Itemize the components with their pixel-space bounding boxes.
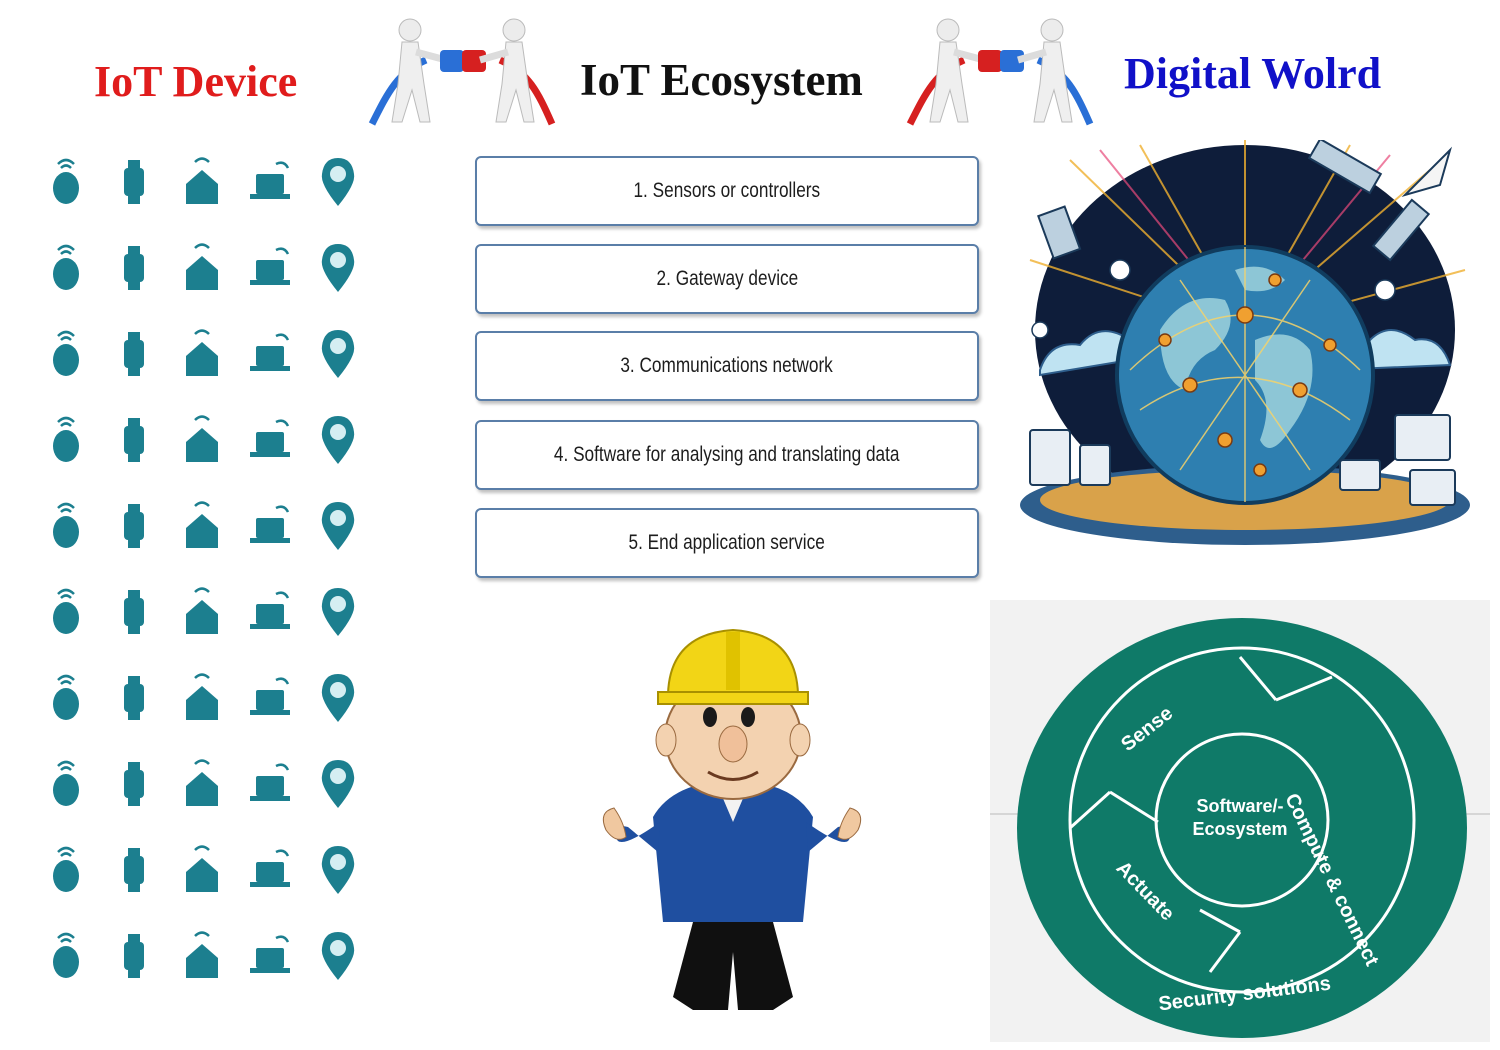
laptop-wifi-icon — [244, 150, 296, 210]
cycle-core-label: Software/- Ecosystem — [1180, 795, 1300, 841]
camera-icon — [176, 666, 228, 726]
card-signal-icon — [40, 838, 92, 898]
satellite-icon — [244, 752, 296, 812]
cycle-graphic — [990, 618, 1490, 1038]
plug-figures-illustration — [906, 18, 1094, 126]
gear-network-icon — [312, 580, 364, 640]
step-label: 3. Communications network — [620, 354, 834, 377]
wifi-mouse-icon — [176, 236, 228, 296]
plug-figures-illustration — [368, 18, 556, 126]
globe-satellite-icon — [40, 408, 92, 468]
phone-sync-icon — [312, 236, 364, 296]
step-label: 5. End application service — [628, 531, 826, 554]
step-label: 4. Software for analysing and translatin… — [554, 443, 900, 466]
satellite-dish-icon — [244, 408, 296, 468]
server-globe-icon — [312, 752, 364, 812]
location-pin-icon — [312, 150, 364, 210]
step-end-application: 5. End application service — [475, 508, 979, 578]
touch-signal-icon — [312, 494, 364, 554]
monitor-signal-icon — [244, 580, 296, 640]
step-label: 1. Sensors or controllers — [633, 179, 821, 202]
digital-world-illustration — [1020, 140, 1470, 545]
printer-icon — [40, 494, 92, 554]
ecosystem-steps-list: 1. Sensors or controllers 2. Gateway dev… — [472, 152, 986, 582]
iot-device-title: IoT Device — [94, 57, 298, 106]
folder-signal-icon — [108, 494, 160, 554]
headphones-icon — [176, 924, 228, 984]
iot-device-icon-grid — [40, 150, 380, 1010]
phone-card-icon — [312, 408, 364, 468]
lock-screen-icon — [244, 494, 296, 554]
cloud-network-icon — [312, 924, 364, 984]
monitor-wifi-icon — [244, 236, 296, 296]
engineer-character-illustration — [602, 628, 862, 1010]
gears-icon — [108, 752, 160, 812]
devices-sync-icon — [108, 408, 160, 468]
tablet-devices-icon — [176, 494, 228, 554]
step-network: 3. Communications network — [475, 331, 979, 401]
cloud-signal-icon — [108, 580, 160, 640]
router-icon — [312, 666, 364, 726]
wifi-icon — [176, 580, 228, 640]
cloud-gear-icon — [108, 236, 160, 296]
cloud-laptop-icon — [40, 752, 92, 812]
remote-control-icon — [108, 838, 160, 898]
folder-wifi-icon — [176, 408, 228, 468]
home-signal-icon — [108, 666, 160, 726]
iot-cycle-diagram: Sense Compute & connect Actuate Security… — [990, 600, 1490, 1042]
alarm-light-icon — [176, 838, 228, 898]
phone-signal-icon — [40, 580, 92, 640]
search-bug-icon — [40, 924, 92, 984]
server-icon — [40, 236, 92, 296]
calculator-signal-icon — [312, 838, 364, 898]
network-laptops-icon — [312, 322, 364, 382]
digital-world-title: Digital Wolrd — [1124, 49, 1382, 98]
smart-home-icon — [176, 150, 228, 210]
tablet-gear-icon — [40, 666, 92, 726]
desktop-icon — [176, 752, 228, 812]
step-label: 2. Gateway device — [656, 267, 798, 290]
monitor-list-icon — [244, 322, 296, 382]
router-signal-icon — [244, 924, 296, 984]
mail-monitor-icon — [108, 924, 160, 984]
smart-bulb-icon — [40, 150, 92, 210]
core-line-1: Software/- — [1196, 796, 1284, 816]
smartwatch-icon — [108, 150, 160, 210]
iot-ecosystem-title: IoT Ecosystem — [580, 55, 863, 105]
usb-signal-icon — [244, 838, 296, 898]
step-software: 4. Software for analysing and translatin… — [475, 420, 979, 490]
step-gateway: 2. Gateway device — [475, 244, 979, 314]
gamepad-icon — [40, 322, 92, 382]
antenna-tower-icon — [108, 322, 160, 382]
computer-tower-icon — [244, 666, 296, 726]
phone-location-icon — [176, 322, 228, 382]
core-line-2: Ecosystem — [1192, 819, 1288, 839]
step-sensors: 1. Sensors or controllers — [475, 156, 979, 226]
